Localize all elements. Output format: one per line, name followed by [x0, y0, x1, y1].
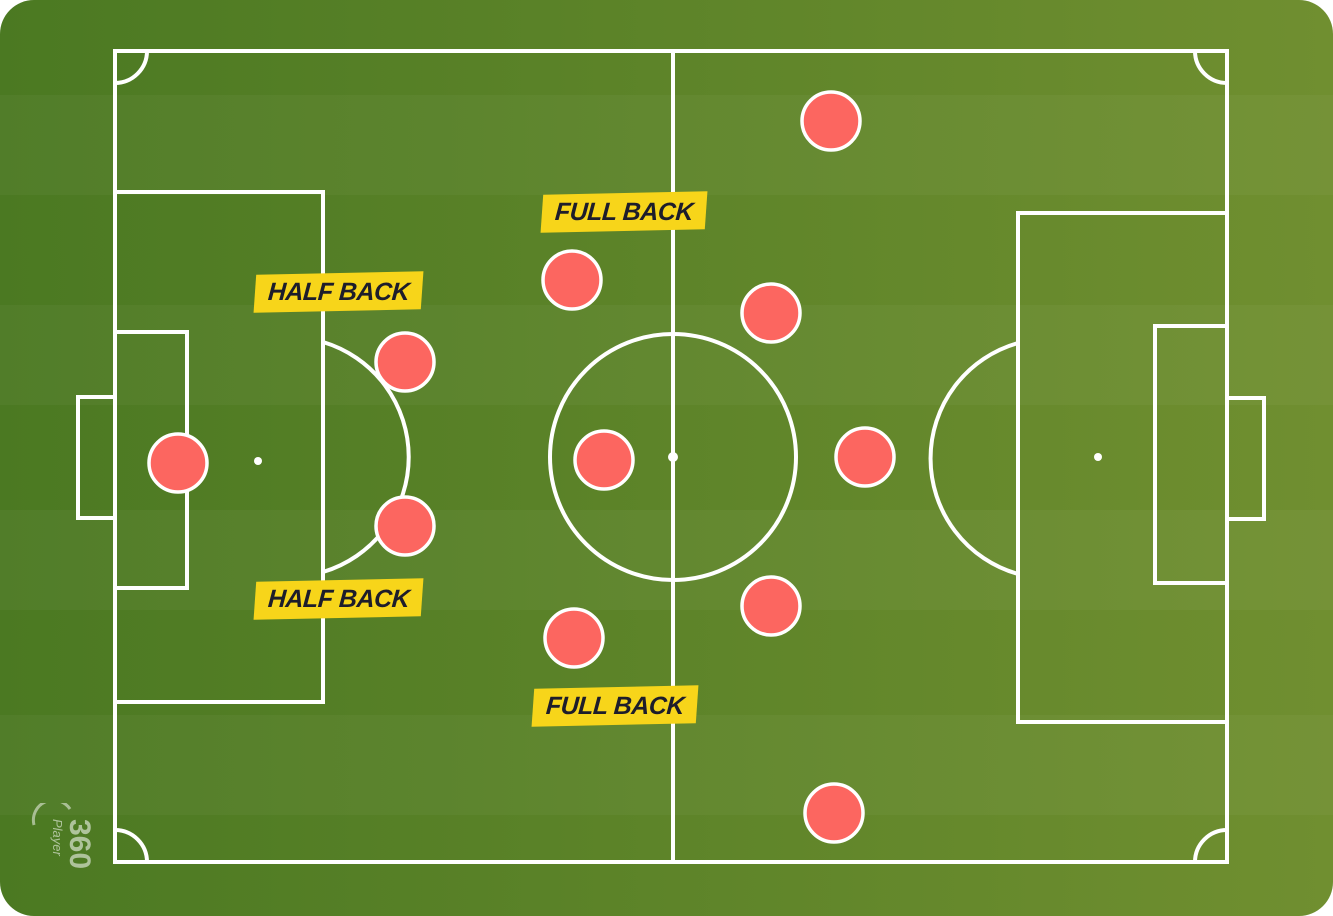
player-attacker-bottom [740, 575, 802, 637]
logo-ring-icon [31, 803, 72, 826]
label-full-back-top: FULL BACK [540, 191, 708, 233]
centre-circle [548, 332, 798, 582]
player-full-back-top [541, 249, 603, 311]
left-goal [76, 395, 117, 520]
right-penalty-spot [1094, 453, 1102, 461]
player-attacker-centre [834, 426, 896, 488]
label-text: FULL BACK [545, 692, 686, 720]
corner-arc-bottom-right [1193, 828, 1228, 863]
player-half-back-bottom [374, 495, 436, 557]
player-half-back-top [374, 331, 436, 393]
right-goal [1225, 396, 1266, 521]
player-attacker-top [740, 282, 802, 344]
label-text: HALF BACK [267, 585, 411, 613]
centre-spot [668, 452, 678, 462]
corner-arc-bottom-left [114, 828, 149, 863]
players [147, 90, 896, 844]
label-text: FULL BACK [554, 198, 695, 226]
logo-text: 360 Player [50, 819, 96, 870]
label-text: HALF BACK [267, 278, 411, 306]
corner-arc-top-left [114, 50, 149, 85]
label-half-back-bottom: HALF BACK [253, 578, 424, 620]
player-goalkeeper [147, 432, 209, 494]
left-penalty-arc [322, 340, 411, 574]
label-half-back-top: HALF BACK [253, 271, 424, 313]
player-full-back-bottom [543, 607, 605, 669]
pitch-spots [254, 452, 1102, 465]
logo-number: 360 [63, 819, 96, 870]
player-attacker-bottom-wide [803, 782, 865, 844]
left-penalty-spot [254, 457, 262, 465]
360player-logo: 360 Player [30, 803, 96, 889]
label-full-back-bottom: FULL BACK [531, 685, 699, 727]
pitch-markings [76, 49, 1266, 864]
player-centre [573, 429, 635, 491]
right-penalty-arc [928, 341, 1019, 576]
player-attacker-top-wide [800, 90, 862, 152]
corner-arc-top-right [1193, 50, 1228, 85]
